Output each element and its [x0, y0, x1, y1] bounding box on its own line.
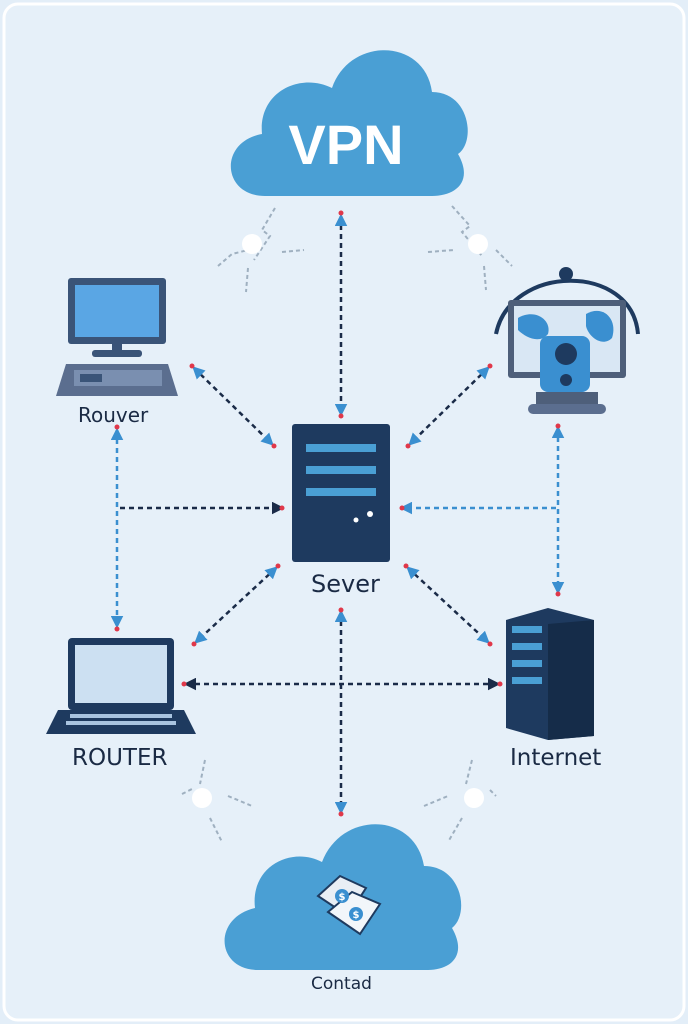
- lightning-spark-icon: [217, 207, 305, 293]
- contad-label: Contad: [311, 974, 372, 994]
- lightning-spark-icon: [427, 205, 513, 291]
- globe-monitor-icon: [494, 267, 640, 414]
- desktop-label: Rouver: [78, 403, 149, 427]
- svg-text:$: $: [339, 892, 346, 903]
- desktop-computer-icon: [56, 278, 178, 396]
- connector-desktop-server: [192, 366, 274, 446]
- server-tower-icon: [506, 608, 594, 740]
- connector-server-laptop: [194, 566, 278, 644]
- vpn-title: VPN: [288, 113, 403, 176]
- connector-lines: [110, 213, 565, 815]
- server-icon: [292, 424, 390, 562]
- tower-label: Internet: [510, 745, 602, 771]
- connector-server-tower: [406, 566, 490, 644]
- server-label: Sever: [311, 570, 380, 598]
- svg-text:$: $: [353, 910, 360, 921]
- vpn-cloud-icon: [230, 50, 468, 196]
- laptop-icon: [46, 638, 196, 734]
- endpoint-dots: [114, 210, 561, 817]
- lightning-spark-icon: [181, 759, 253, 843]
- connector-globe-server: [408, 366, 490, 446]
- money-icon: $ $: [316, 874, 382, 936]
- laptop-label: ROUTER: [72, 745, 168, 771]
- lightning-spark-icon: [423, 759, 497, 843]
